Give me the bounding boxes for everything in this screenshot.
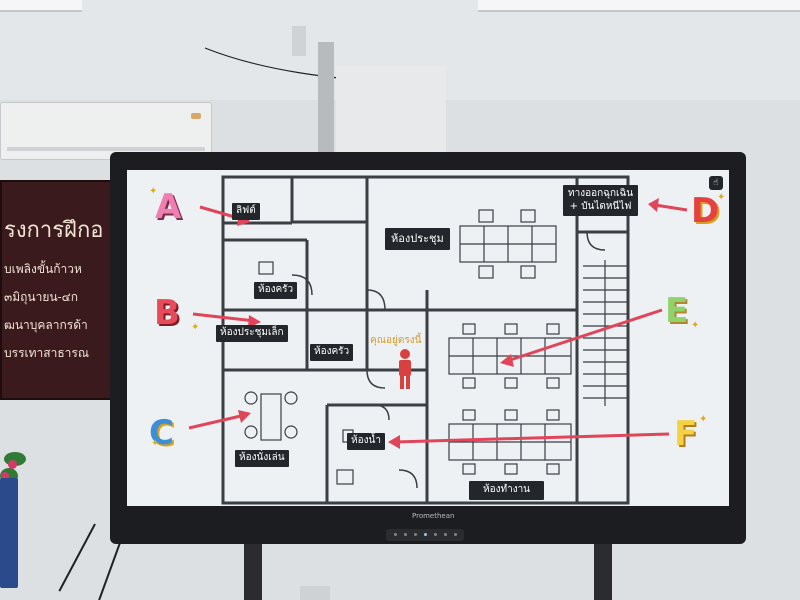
room-label-meeting-room: ห้องประชุม xyxy=(385,228,450,250)
sign-line-2: บเพลิงขั้นก้าวห xyxy=(4,262,82,276)
marker-e: E xyxy=(665,291,689,331)
room-label-kitchen-2: ห้องครัว xyxy=(310,344,354,361)
room-label-lift: ลิฟต์ xyxy=(232,203,260,220)
floor-plan-drawing xyxy=(188,175,688,505)
air-conditioner xyxy=(0,102,212,160)
sparkle-icon: ✦ xyxy=(191,322,200,333)
air-conditioner-logo xyxy=(191,113,201,119)
monitor-button xyxy=(454,533,457,536)
stand-leg-left xyxy=(244,544,262,600)
monitor-brand: Promethean xyxy=(412,512,455,520)
room-label-emergency-exit: ทางออกฉุกเฉิน + บันไดหนีไฟ xyxy=(563,185,639,216)
monitor-button xyxy=(434,533,437,536)
room-label-kitchen-1: ห้องครัว xyxy=(254,282,298,299)
monitor-buttons xyxy=(386,529,464,541)
marker-b: B xyxy=(154,293,180,333)
plant-flower xyxy=(1,472,9,480)
sign-line-4: ฒนาบุคลากรด้า xyxy=(4,318,88,332)
you-are-here-label: คุณอยู่ตรงนี้ xyxy=(370,335,422,346)
pointer-icon: ☝ xyxy=(709,176,723,190)
ceiling-light-right xyxy=(478,0,800,12)
monitor-button xyxy=(394,533,397,536)
room-label-lounge: ห้องนั่งเล่น xyxy=(235,450,289,467)
room-label-workroom: ห้องทำงาน xyxy=(469,481,545,500)
sign-line-3: ๓มิถุนายน-๔ก xyxy=(4,290,78,304)
ceiling-pipes xyxy=(204,26,446,152)
air-conditioner-vent xyxy=(7,147,205,151)
sign-line-5: บรรเทาสาธารณ xyxy=(4,346,89,360)
marker-d: D xyxy=(691,191,720,231)
sparkle-icon: ✦ xyxy=(691,320,700,331)
monitor-button xyxy=(424,533,427,536)
room-label-small-meeting-room: ห้องประชุมเล็ก xyxy=(216,325,288,342)
monitor-button xyxy=(404,533,407,536)
blue-stand xyxy=(0,478,18,588)
wall-outlet xyxy=(300,586,330,600)
training-sign-board: รงการฝึกอ บเพลิงขั้นก้าวห ๓มิถุนายน-๔ก ฒ… xyxy=(0,180,119,400)
sparkle-icon: ✦ xyxy=(717,192,726,203)
marker-a: A xyxy=(155,187,182,227)
ceiling-light-left xyxy=(0,0,82,12)
sparkle-icon: ✦ xyxy=(149,186,158,197)
monitor-button xyxy=(414,533,417,536)
sparkle-icon: ✦ xyxy=(699,414,708,425)
stand-leg-right xyxy=(594,544,612,600)
monitor-button xyxy=(444,533,447,536)
marker-f: F xyxy=(674,414,698,454)
sparkle-icon: ✦ xyxy=(151,438,160,449)
emergency-exit-line-1: ทางออกฉุกเฉิน xyxy=(568,188,634,199)
plant-flower xyxy=(8,460,17,469)
emergency-exit-line-2: + บันไดหนีไฟ xyxy=(569,200,632,212)
floor-plan-screen: ลิฟต์ ห้องประชุม ห้องครัว ห้องประชุมเล็ก… xyxy=(127,170,729,506)
room-label-restroom: ห้องน้ำ xyxy=(347,433,385,450)
marker-c: C xyxy=(149,413,174,453)
sign-line-1: รงการฝึกอ xyxy=(4,218,104,243)
